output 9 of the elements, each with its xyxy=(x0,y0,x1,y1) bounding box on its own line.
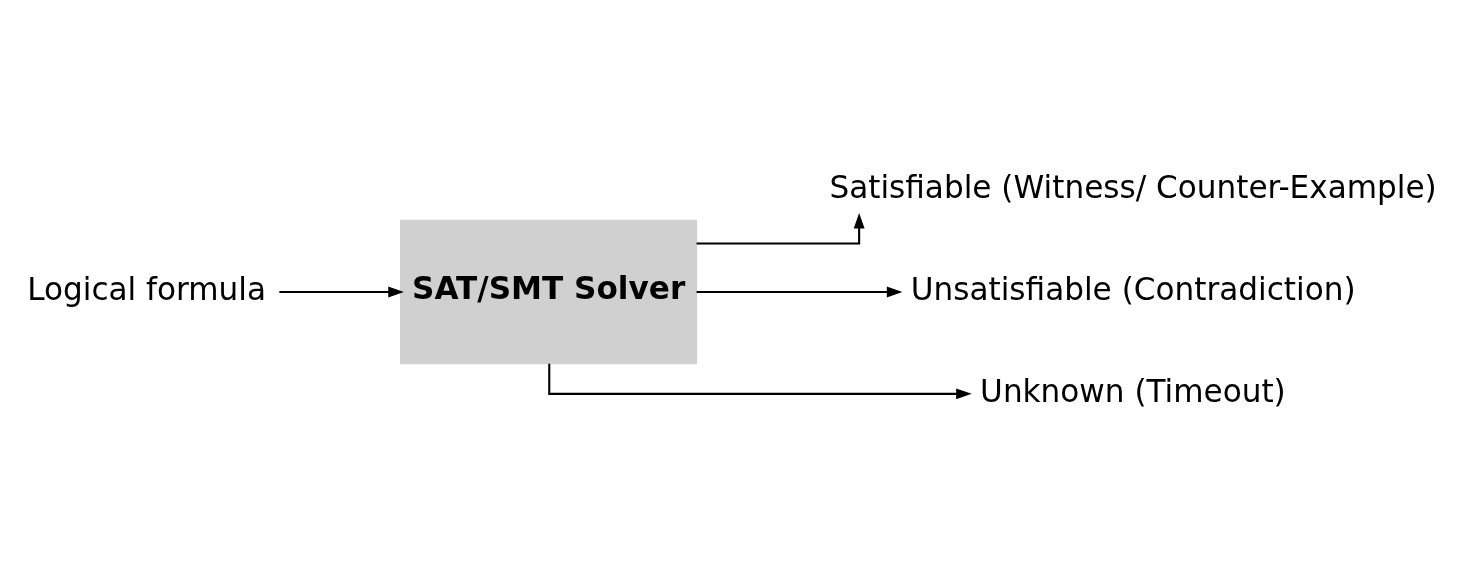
node-text: Unknown (Timeout) xyxy=(980,372,1286,409)
node-text: Unsatisfiable (Contradiction) xyxy=(910,270,1356,307)
arrow xyxy=(696,286,903,298)
node-text: Logical formula xyxy=(27,270,267,307)
arrow xyxy=(696,213,865,245)
node-text: Satisfiable (Witness/ Counter-Example) xyxy=(829,169,1437,206)
arrow xyxy=(548,363,972,400)
arrow xyxy=(279,286,404,298)
node-box: SAT/SMT Solver xyxy=(400,219,698,365)
